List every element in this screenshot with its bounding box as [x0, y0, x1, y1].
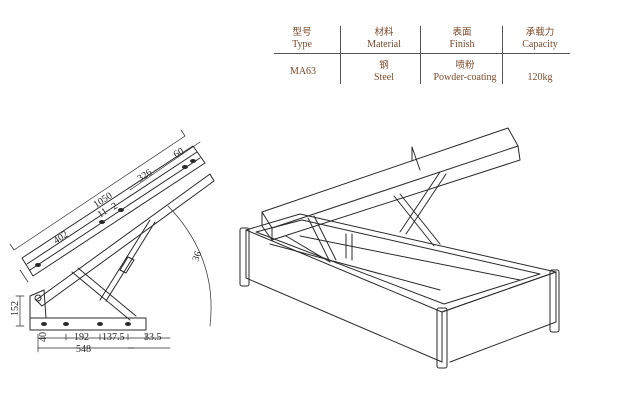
bed-box-front-side	[245, 229, 443, 363]
lower-link	[71, 267, 137, 321]
strut-right-arm	[399, 171, 447, 235]
dim-402: 402	[52, 229, 71, 246]
mattress-platform-top	[261, 211, 273, 241]
spec-value-finish: 喷粉 Powder-coating	[433, 60, 497, 83]
leg-back-left	[345, 233, 353, 261]
spec-divider-3	[502, 26, 503, 84]
bed-box-top-rim	[245, 213, 557, 313]
dim-152: 152	[10, 301, 21, 316]
spec-divider-2	[420, 26, 421, 84]
spec-value-capacity: 120kg	[527, 72, 553, 83]
spec-header-type: 型号 Type	[292, 27, 312, 50]
leg-front-left	[239, 227, 250, 287]
spec-divider-horizontal	[274, 53, 570, 54]
gas-spring-tube	[119, 256, 135, 274]
leg-back-right	[549, 269, 560, 333]
bed-box-right-side	[441, 271, 557, 363]
spec-value-material: 钢 Steel	[374, 60, 394, 83]
dimension-labels: 1050 326 60 402 11 2 36 152 40 192 137.5…	[10, 146, 204, 355]
mattress-platform	[261, 127, 519, 229]
base-holes	[41, 322, 131, 326]
gas-spring	[99, 219, 156, 302]
platform-inner-edge	[271, 145, 521, 241]
spec-header-capacity: 承载力 Capacity	[522, 27, 558, 50]
spec-header-finish: 表面 Finish	[449, 27, 475, 50]
strut-right	[393, 193, 441, 247]
dim-137-5: 137.5	[102, 332, 125, 343]
base-plate	[29, 317, 147, 331]
bed-box-floor	[269, 235, 521, 291]
bed-box-inner-rim	[255, 219, 541, 305]
dim-33-5: 33.5	[144, 332, 162, 343]
leg-front-right	[436, 307, 448, 369]
dim-192: 192	[74, 332, 89, 343]
dim-2: 2	[110, 201, 120, 213]
angle-arc	[167, 205, 212, 327]
spec-divider-1	[340, 26, 341, 84]
spec-header-material: 材料 Material	[367, 27, 401, 50]
lift-arm	[35, 173, 215, 307]
bed-frame-perspective	[239, 127, 560, 369]
pivot-bracket	[29, 289, 47, 319]
platform-seam	[411, 146, 421, 171]
dimension-lines	[9, 129, 212, 353]
rail-holes	[35, 159, 196, 267]
lift-mechanism-side-view	[21, 145, 215, 331]
pivot-point	[34, 294, 42, 302]
spec-table: 型号 Type 材料 Material 表面 Finish 承载力 Capaci…	[270, 22, 570, 90]
lid-rail-inner	[26, 151, 201, 271]
spec-value-type: MA63	[289, 66, 317, 77]
lid-rail	[21, 145, 206, 277]
dim-548: 548	[76, 344, 91, 355]
dim-36: 36	[190, 250, 204, 263]
dim-40: 40	[38, 332, 49, 342]
